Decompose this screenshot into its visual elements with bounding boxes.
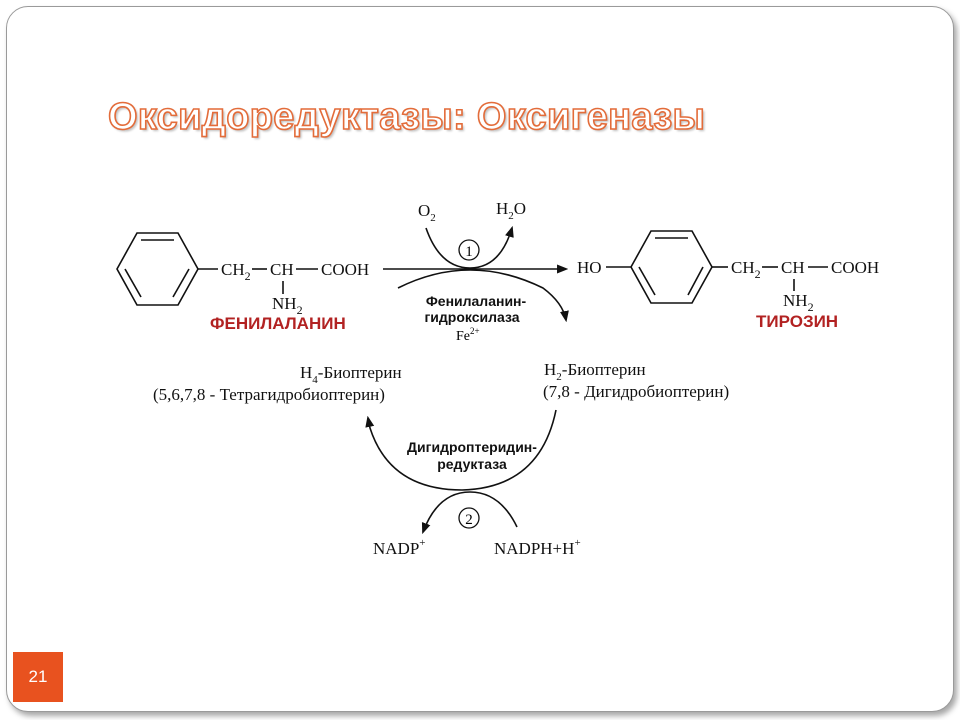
phe-ch: CH [270, 260, 294, 279]
tyrosine-label: ТИРОЗИН [756, 312, 838, 331]
o2-h2o-arc [425, 225, 514, 269]
phe-nh2: NH2 [272, 294, 303, 317]
phe-ch2: CH2 [221, 260, 251, 283]
slide-title: Оксидоредуктазы: Оксигеназы [107, 95, 706, 139]
slide-frame [6, 6, 954, 712]
enzyme2-line2: редуктаза [437, 456, 507, 472]
nadp-label: NADP+ [373, 537, 426, 558]
biopterin-reduction-arc [365, 409, 557, 491]
h2-biopterin: H2-Биоптерин [544, 360, 646, 383]
phenylalanine-ring [116, 232, 218, 306]
enzyme1-line1: Фенилаланин- [426, 293, 527, 309]
phe-cooh: COOH [321, 260, 369, 279]
h2o-label: H2O [496, 199, 526, 222]
cofactor-label: Fe2+ [456, 326, 480, 344]
enzyme1-line2: гидроксилаза [424, 309, 519, 325]
page-number-badge: 21 [13, 652, 63, 702]
tyr-ho: HO [577, 258, 602, 277]
h2-biopterin-full: (7,8 - Дигидробиоптерин) [543, 382, 729, 401]
step1-number: 1 [465, 244, 473, 260]
step1-circle [458, 239, 480, 261]
tyr-ch2: CH2 [731, 258, 761, 281]
h4-biopterin: H4-Биоптерин [300, 363, 402, 386]
nadph-nadp-arc [421, 491, 518, 535]
biopterin-oxidation-arc [397, 269, 569, 323]
tyrosine-ring [606, 230, 728, 304]
step2-number: 2 [465, 512, 473, 528]
phenylalanine-label: ФЕНИЛАЛАНИН [210, 314, 346, 333]
step2-circle [458, 507, 480, 529]
tyr-ch: CH [781, 258, 805, 277]
tyr-cooh: COOH [831, 258, 879, 277]
h4-biopterin-full: (5,6,7,8 - Тетрагидробиоптерин) [153, 385, 385, 404]
tyr-nh2: NH2 [783, 291, 814, 314]
o2-label: O2 [418, 201, 436, 224]
enzyme2-line1: Дигидроптеридин- [407, 439, 537, 455]
nadph-label: NADPH+H+ [494, 537, 581, 558]
